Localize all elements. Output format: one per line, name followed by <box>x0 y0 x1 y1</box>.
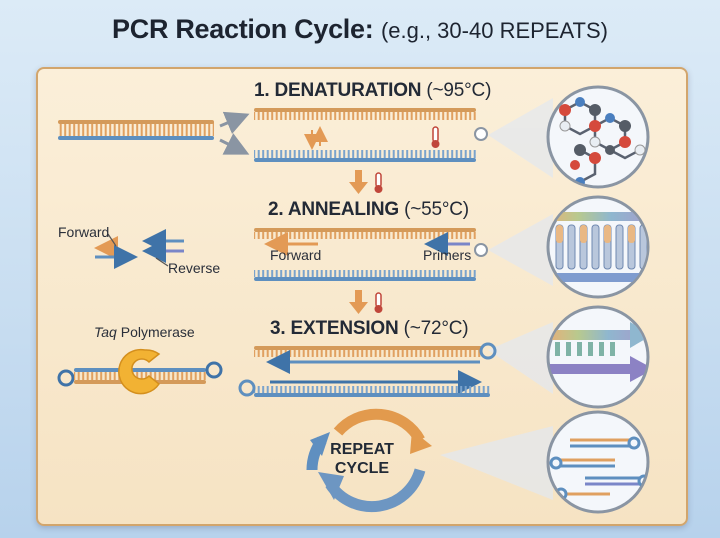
reverse-label: Reverse <box>168 260 221 276</box>
step-annealing-label: 2. ANNEALING <box>268 199 399 220</box>
down-arrow-icon <box>349 170 368 314</box>
title-main: PCR Reaction Cycle: <box>112 14 374 44</box>
taq-polymerase-label: Taq Polymerase <box>94 324 195 340</box>
annealing-forward-label: Forward <box>270 247 322 263</box>
title-sub: (e.g., 30-40 REPEATS) <box>380 18 608 43</box>
step-denaturation-temp: (~95°C) <box>426 80 492 101</box>
repeat-cycle-label: REPEAT CYCLE <box>320 440 404 478</box>
repeat-line1: REPEAT <box>330 441 394 458</box>
zoom-extension <box>546 305 650 409</box>
magnify-circle-icon <box>474 127 488 141</box>
source-dsdna <box>58 120 214 140</box>
split-arrows-icon <box>304 126 328 150</box>
polymerase-label: Polymerase <box>120 324 195 340</box>
thermometer-icon <box>431 126 440 148</box>
annealing-template-top <box>254 228 476 239</box>
thermometer-icon <box>374 172 383 313</box>
extension-strand-bottom <box>238 379 490 397</box>
forward-label: Forward <box>58 224 110 240</box>
step-extension-label: 3. EXTENSION <box>270 318 399 339</box>
step-annealing: 2. ANNEALING (~55°C) <box>268 199 469 221</box>
extension-strand-top <box>254 342 497 360</box>
step-annealing-temp: (~55°C) <box>404 199 469 220</box>
magnify-circle-icon <box>474 243 488 257</box>
step-denaturation-label: 1. DENATURATION <box>254 80 422 101</box>
denatured-strand-top <box>254 108 476 120</box>
annealing-template-bottom <box>254 270 476 281</box>
annealing-primers-label: Primers <box>423 247 472 263</box>
taq-dsdna <box>57 361 223 387</box>
zoom-base-pairs <box>546 195 650 299</box>
loop-arrow-icon <box>306 408 432 513</box>
zoom-molecule <box>546 85 650 189</box>
step-extension: 3. EXTENSION (~72°C) <box>270 318 469 340</box>
step-extension-temp: (~72°C) <box>403 318 469 339</box>
taq-label: Taq <box>94 324 117 340</box>
page-title: PCR Reaction Cycle: (e.g., 30-40 REPEATS… <box>0 14 720 45</box>
denatured-strand-bottom <box>254 150 476 162</box>
zoom-wedges <box>440 98 553 500</box>
zoom-copies <box>546 410 650 514</box>
repeat-line2: CYCLE <box>334 460 390 477</box>
step-denaturation: 1. DENATURATION (~95°C) <box>254 80 491 102</box>
primer-legend <box>94 229 184 269</box>
taq-polymerase-icon <box>118 348 161 395</box>
